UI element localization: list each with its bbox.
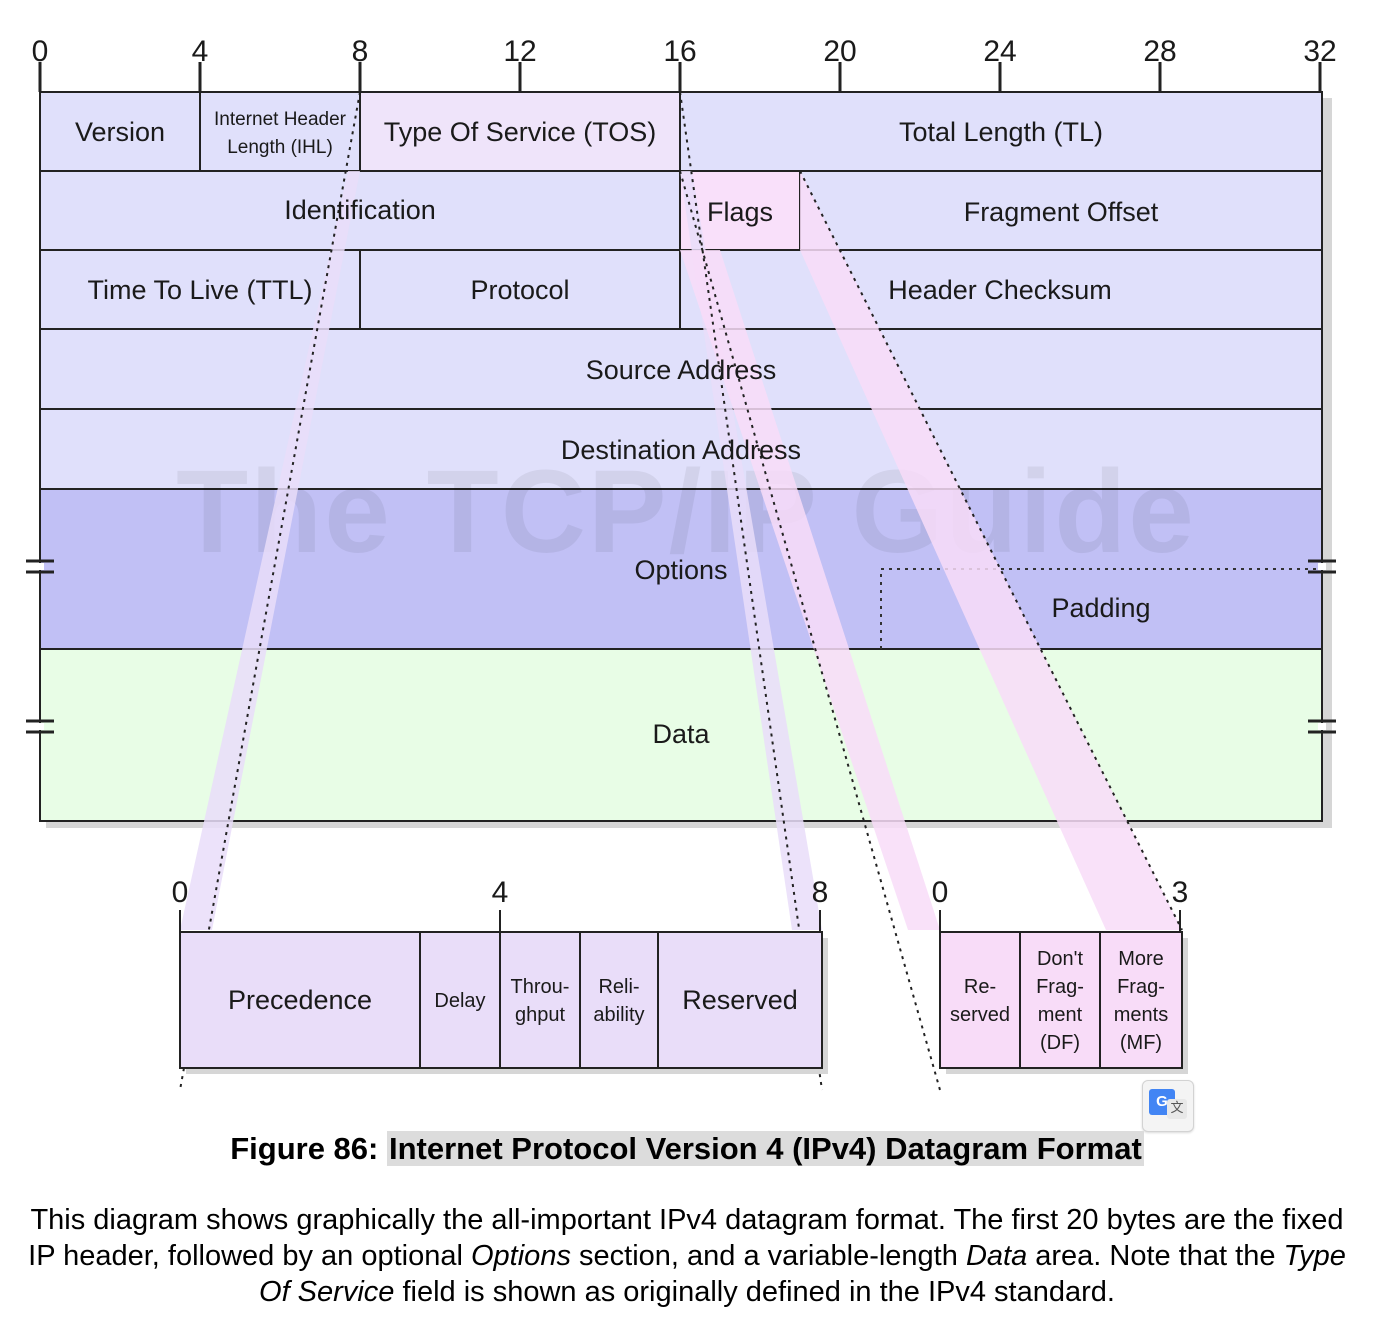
label-df-l3: ment bbox=[1038, 1004, 1083, 1026]
flags-tick-3: 3 bbox=[1172, 876, 1189, 909]
label-identification: Identification bbox=[284, 195, 436, 225]
flags-detail: 0 3 Re- served Don't Frag- ment (DF) Mor… bbox=[932, 876, 1189, 1074]
break-marks bbox=[26, 559, 1336, 734]
label-version: Version bbox=[75, 117, 165, 147]
label-protocol: Protocol bbox=[470, 275, 569, 305]
flags-tick-0: 0 bbox=[932, 876, 949, 909]
label-flags: Flags bbox=[707, 197, 773, 227]
tos-cell-reserved bbox=[657, 931, 823, 1069]
label-precedence: Precedence bbox=[228, 985, 372, 1015]
row-1-cell-tos bbox=[359, 91, 681, 172]
bit-tick-label: 32 bbox=[1303, 35, 1336, 68]
desc-part-2: section, and a variable-length bbox=[570, 1240, 966, 1272]
label-ihl-line1: Internet Header bbox=[214, 109, 347, 130]
caption-title: Internet Protocol Version 4 (IPv4) Datag… bbox=[386, 1131, 1144, 1166]
desc-part-3: area. Note that the bbox=[1027, 1240, 1284, 1272]
bit-tick-label: 12 bbox=[503, 35, 536, 68]
tos-expansion-fan-left bbox=[180, 171, 360, 930]
row-3-cell-ttl bbox=[39, 249, 361, 330]
desc-part-1: This diagram shows graphically the all-i… bbox=[28, 1204, 1344, 1272]
label-delay: Delay bbox=[434, 990, 485, 1012]
label-fragment-offset: Fragment Offset bbox=[964, 197, 1159, 227]
tos-cell-reliability bbox=[579, 931, 659, 1069]
label-df-l4: (DF) bbox=[1040, 1032, 1080, 1054]
bit-tick-label: 16 bbox=[663, 35, 696, 68]
bit-tick-label: 28 bbox=[1143, 35, 1176, 68]
translate-button[interactable]: G 文 bbox=[1142, 1080, 1194, 1132]
tos-tick-8: 8 bbox=[812, 876, 829, 909]
row-1-cell-ihl bbox=[199, 91, 361, 172]
label-total-length: Total Length (TL) bbox=[899, 117, 1103, 147]
header-rows bbox=[39, 91, 1323, 822]
label-mf-l2: Frag- bbox=[1117, 976, 1165, 998]
bit-ruler: 0 4 8 12 16 20 24 28 32 bbox=[32, 35, 1337, 93]
label-mf-l4: (MF) bbox=[1120, 1032, 1162, 1054]
figure-description: This diagram shows graphically the all-i… bbox=[20, 1202, 1354, 1310]
expansion-dotted-lines bbox=[179, 91, 1183, 1091]
desc-em-data: Data bbox=[965, 1240, 1028, 1272]
bit-tick-label: 20 bbox=[823, 35, 856, 68]
label-flag-reserved-l2: served bbox=[950, 1004, 1010, 1026]
flags-ruler bbox=[939, 910, 1181, 932]
break-gaps bbox=[36, 563, 1326, 730]
label-source-address: Source Address bbox=[586, 355, 777, 385]
label-destination-address: Destination Address bbox=[561, 435, 801, 465]
padding-outline bbox=[880, 568, 1322, 649]
label-df-l1: Don't bbox=[1037, 948, 1084, 970]
label-ttl: Time To Live (TTL) bbox=[87, 275, 312, 305]
label-reserved: Reserved bbox=[682, 985, 798, 1015]
watermark: The TCP/IP Guide bbox=[176, 446, 1196, 578]
flags-cell-reserved bbox=[939, 931, 1021, 1069]
label-ihl-line2: Length (IHL) bbox=[227, 137, 333, 158]
translate-glyph-icon: 文 bbox=[1167, 1099, 1187, 1119]
tos-expansion-fan-right bbox=[680, 171, 822, 930]
flags-expansion-fan-left bbox=[680, 250, 940, 930]
desc-part-4: field is shown as originally defined in … bbox=[394, 1276, 1115, 1308]
label-df-l2: Frag- bbox=[1036, 976, 1084, 998]
tos-detail: 0 4 8 Precedence Delay Throu- ghput Reli… bbox=[172, 876, 829, 1074]
bit-tick-label: 4 bbox=[192, 35, 209, 68]
tos-ruler bbox=[179, 910, 821, 932]
bit-tick-label: 0 bbox=[32, 35, 49, 68]
label-mf-l1: More bbox=[1118, 948, 1164, 970]
label-throughput-l1: Throu- bbox=[511, 976, 570, 998]
label-reliability-l2: ability bbox=[593, 1004, 644, 1026]
desc-em-options: Options bbox=[471, 1240, 571, 1272]
label-tos: Type Of Service (TOS) bbox=[384, 117, 657, 147]
tos-cell-throughput bbox=[499, 931, 581, 1069]
row-1-cell-version bbox=[39, 91, 201, 172]
ipv4-datagram-diagram: The TCP/IP Guide 0 4 8 12 16 20 24 28 32 Version… bbox=[26, 35, 1337, 1091]
label-data: Data bbox=[652, 719, 710, 749]
label-reliability-l1: Reli- bbox=[598, 976, 639, 998]
desc-em-tos: Type Of Service bbox=[259, 1240, 1346, 1308]
label-mf-l3: ments bbox=[1114, 1004, 1168, 1026]
row-2-cell-fragment-offset bbox=[799, 170, 1323, 251]
flags-cell-mf bbox=[1099, 931, 1183, 1069]
tos-tick-4: 4 bbox=[492, 876, 509, 909]
bit-tick-label: 8 bbox=[352, 35, 369, 68]
caption-prefix: Figure 86: bbox=[230, 1131, 387, 1166]
flags-cell-df bbox=[1019, 931, 1101, 1069]
label-options: Options bbox=[634, 555, 727, 585]
field-labels: Version Internet Header Length (IHL) Typ… bbox=[75, 109, 1159, 749]
tos-tick-0: 0 bbox=[172, 876, 189, 909]
figure-caption: Figure 86: Internet Protocol Version 4 (… bbox=[0, 1131, 1374, 1167]
label-flag-reserved-l1: Re- bbox=[964, 976, 996, 998]
row-5-cell-destination-address bbox=[39, 408, 1323, 490]
row-3-cell-protocol bbox=[359, 249, 681, 330]
label-padding: Padding bbox=[1051, 593, 1150, 623]
label-throughput-l2: ghput bbox=[515, 1004, 565, 1026]
label-header-checksum: Header Checksum bbox=[888, 275, 1112, 305]
row-3-cell-header-checksum bbox=[679, 249, 1323, 330]
bit-tick-label: 24 bbox=[983, 35, 1016, 68]
tos-cell-precedence bbox=[179, 931, 421, 1069]
